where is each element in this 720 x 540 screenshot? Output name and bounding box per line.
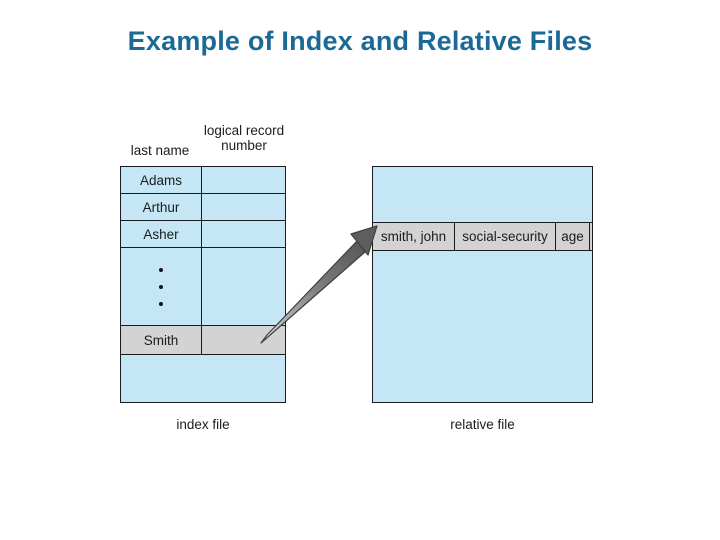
record-cell-social-security: social-security	[455, 223, 556, 250]
index-cell-record-number	[202, 355, 285, 402]
index-cell-last-name: Arthur	[121, 194, 202, 220]
table-row-smith-highlighted: Smith	[121, 326, 285, 355]
table-row-ellipsis	[121, 248, 285, 326]
table-row: Arthur	[121, 194, 285, 221]
column-header-lrn-line2: number	[221, 138, 267, 153]
caption-index-file: index file	[176, 417, 230, 432]
record-cell-filler	[590, 223, 592, 250]
column-header-last-name: last name	[130, 143, 190, 158]
relative-file-box: smith, john social-security age	[372, 166, 593, 403]
column-header-lrn-line1: logical record	[203, 123, 285, 138]
caption-relative-file: relative file	[450, 417, 515, 432]
table-row: Adams	[121, 167, 285, 194]
index-cell-record-number	[202, 167, 285, 193]
pointer-arrow-icon	[260, 225, 378, 344]
page-title: Example of Index and Relative Files	[127, 26, 593, 56]
record-cell-name: smith, john	[373, 223, 455, 250]
table-row: Asher	[121, 221, 285, 248]
index-cell-last-name: Adams	[121, 167, 202, 193]
column-header-logical-record-number: logical record number	[196, 123, 292, 153]
index-cell-last-name	[121, 355, 202, 402]
index-cell-last-name: Asher	[121, 221, 202, 247]
vertical-ellipsis-icon	[121, 248, 202, 325]
table-row-empty	[121, 355, 285, 402]
relative-file-record-row: smith, john social-security age	[373, 222, 592, 251]
index-file-table: Adams Arthur Asher Smith	[120, 166, 286, 403]
index-cell-last-name: Smith	[121, 326, 202, 354]
record-cell-age: age	[556, 223, 590, 250]
